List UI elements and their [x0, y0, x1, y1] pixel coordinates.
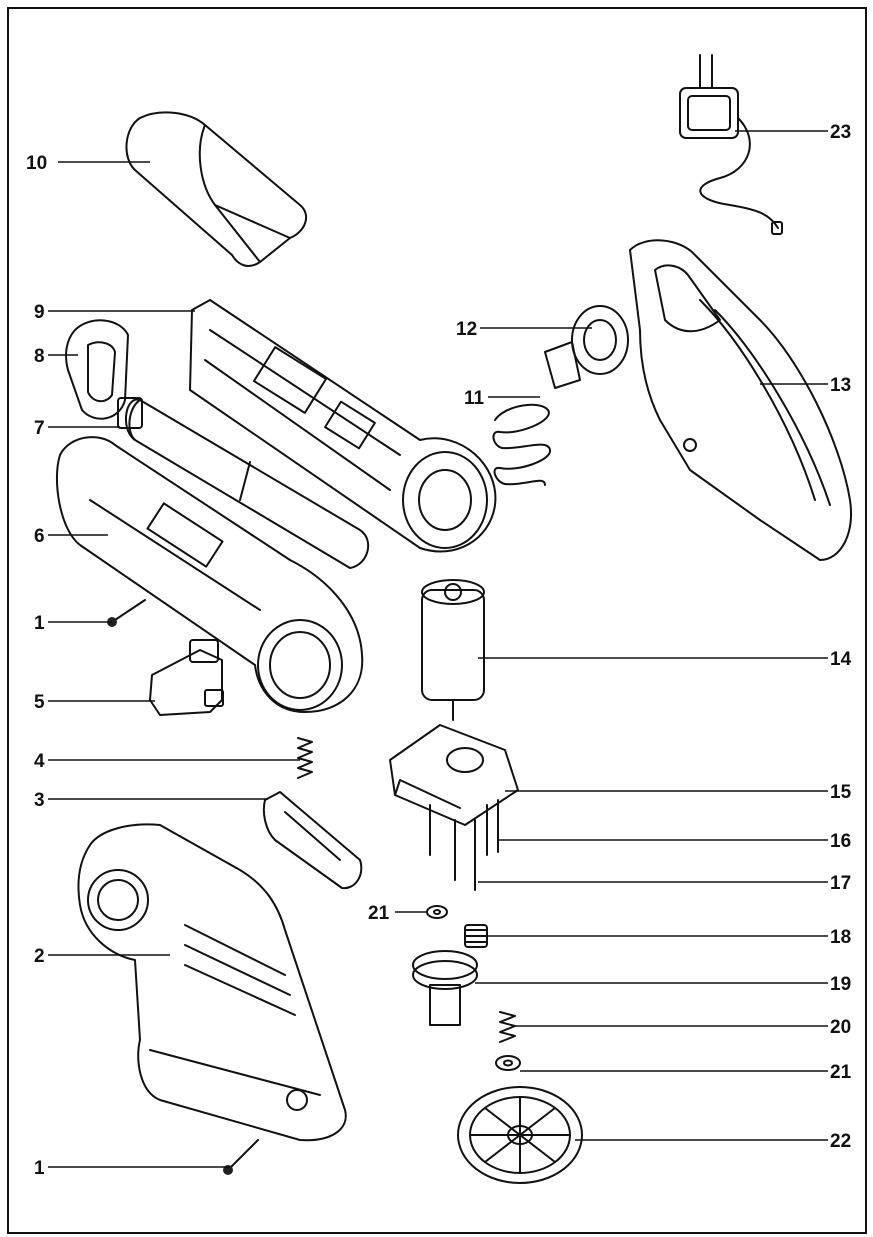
- part-gear-housing: [389, 724, 519, 826]
- part-screw-lower: [223, 1139, 259, 1175]
- leader-lines: [48, 130, 828, 1168]
- part-charger: [679, 54, 783, 235]
- part-upper-shell: [629, 239, 852, 561]
- part-rods: [429, 799, 499, 856]
- callout-4: 4: [34, 751, 45, 772]
- part-compound-gear: [412, 950, 478, 1026]
- callout-8: 8: [34, 346, 45, 367]
- callout-6: 6: [34, 526, 45, 547]
- callout-16: 16: [830, 831, 851, 852]
- callout-1-lower: 1: [34, 1158, 45, 1179]
- part-handle-housing: [77, 823, 347, 1142]
- part-spring-large: [492, 403, 551, 486]
- callout-21-upper: 21: [368, 903, 390, 924]
- part-pinion-gear: [464, 924, 488, 948]
- callout-12: 12: [456, 319, 477, 340]
- callout-3: 3: [34, 790, 45, 811]
- diagram-frame: [7, 7, 867, 1234]
- part-battery-pack: [117, 397, 370, 569]
- callout-21-lower: 21: [830, 1062, 852, 1083]
- callout-1-upper: 1: [34, 613, 45, 634]
- callout-11: 11: [464, 388, 485, 409]
- part-spring-small: [297, 737, 313, 779]
- callout-23: 23: [830, 122, 851, 143]
- part-washer-upper: [426, 905, 448, 919]
- part-washer-lower: [495, 1055, 521, 1071]
- part-lower-housing: [55, 436, 364, 713]
- callout-14: 14: [830, 649, 852, 670]
- callout-2: 2: [34, 946, 45, 967]
- part-spring-gear: [499, 1011, 516, 1043]
- part-inner-housing: [189, 299, 497, 553]
- part-end-cap: [65, 319, 129, 420]
- callout-22: 22: [830, 1131, 851, 1152]
- callout-19: 19: [830, 974, 851, 995]
- part-motor: [421, 579, 485, 721]
- callout-5: 5: [34, 692, 45, 713]
- callout-13: 13: [830, 375, 851, 396]
- part-motor-mount: [544, 305, 629, 389]
- callout-15: 15: [830, 782, 852, 803]
- callout-numbers: 10 9 8 7 6 1 5 4 3 2 1 21 12 11 23 13 14…: [26, 122, 852, 1179]
- callout-18: 18: [830, 927, 851, 948]
- callout-10: 10: [26, 153, 47, 174]
- part-crevice-nozzle: [125, 111, 308, 267]
- callout-9: 9: [34, 302, 45, 323]
- callout-7: 7: [34, 418, 45, 439]
- part-release-button: [262, 791, 363, 890]
- callout-20: 20: [830, 1017, 851, 1038]
- callout-17: 17: [830, 873, 851, 894]
- part-large-gear: [457, 1086, 583, 1184]
- part-switch: [149, 639, 224, 716]
- part-screw-upper: [107, 599, 146, 627]
- part-pins: [454, 819, 476, 891]
